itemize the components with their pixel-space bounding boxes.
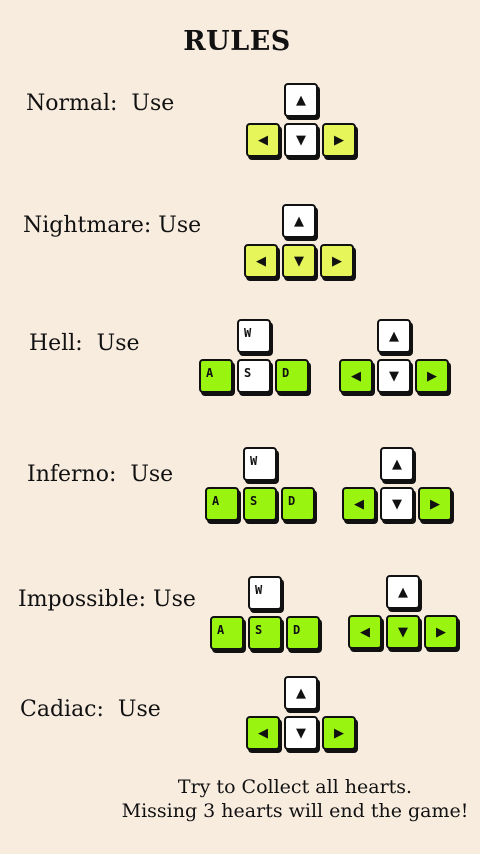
s-key: S [243,487,277,521]
left-arrow-key: ◀ [342,487,376,521]
w-key: W [248,576,282,610]
left-arrow-key: ◀ [244,244,278,278]
key-cluster-inferno-arrows: ▲ ◀ ▼ ▶ [342,447,456,527]
s-key: S [237,359,271,393]
right-arrow-key: ▶ [322,716,356,750]
key-cluster-impossible-wasd: W A S D [210,576,324,656]
left-arrow-key: ◀ [246,716,280,750]
d-key: D [281,487,315,521]
right-arrow-key: ▶ [415,359,449,393]
mode-label-hell: Hell: Use [29,331,140,356]
up-arrow-key: ▲ [282,204,316,238]
down-arrow-key: ▼ [386,615,420,649]
down-arrow-key: ▼ [380,487,414,521]
left-arrow-key: ◀ [339,359,373,393]
d-key: D [286,616,320,650]
key-cluster-inferno-wasd: W A S D [205,447,319,527]
up-arrow-key: ▲ [284,83,318,117]
up-arrow-key: ▲ [377,319,411,353]
up-arrow-key: ▲ [386,575,420,609]
a-key: A [199,359,233,393]
down-arrow-key: ▼ [284,123,318,157]
mode-label-nightmare: Nightmare: Use [23,213,202,238]
a-key: A [210,616,244,650]
down-arrow-key: ▼ [284,716,318,750]
up-arrow-key: ▲ [380,447,414,481]
right-arrow-key: ▶ [424,615,458,649]
right-arrow-key: ▶ [418,487,452,521]
key-cluster-hell-wasd: W A S D [199,319,313,399]
instructions-line-1: Try to Collect all hearts. [177,776,413,798]
right-arrow-key: ▶ [322,123,356,157]
w-key: W [237,319,271,353]
key-cluster-impossible-arrows: ▲ ◀ ▼ ▶ [348,575,462,655]
right-arrow-key: ▶ [320,244,354,278]
key-cluster-cadiac-arrows: ▲ ◀ ▼ ▶ [246,676,360,756]
key-cluster-hell-arrows: ▲ ◀ ▼ ▶ [339,319,453,399]
mode-label-impossible: Impossible: Use [18,587,196,612]
left-arrow-key: ◀ [348,615,382,649]
down-arrow-key: ▼ [377,359,411,393]
d-key: D [275,359,309,393]
instructions-line-2: Missing 3 hearts will end the game! [121,800,469,822]
rules-title: RULES [183,26,291,57]
mode-label-normal: Normal: Use [26,91,175,116]
left-arrow-key: ◀ [246,123,280,157]
mode-label-inferno: Inferno: Use [27,462,174,487]
mode-label-cadiac: Cadiac: Use [20,697,161,722]
key-cluster-normal-arrows: ▲ ◀ ▼ ▶ [246,83,360,163]
down-arrow-key: ▼ [282,244,316,278]
key-cluster-nightmare-arrows: ▲ ◀ ▼ ▶ [244,204,358,284]
a-key: A [205,487,239,521]
instructions-text: Try to Collect all hearts. Missing 3 hea… [110,775,480,823]
s-key: S [248,616,282,650]
w-key: W [243,447,277,481]
up-arrow-key: ▲ [284,676,318,710]
